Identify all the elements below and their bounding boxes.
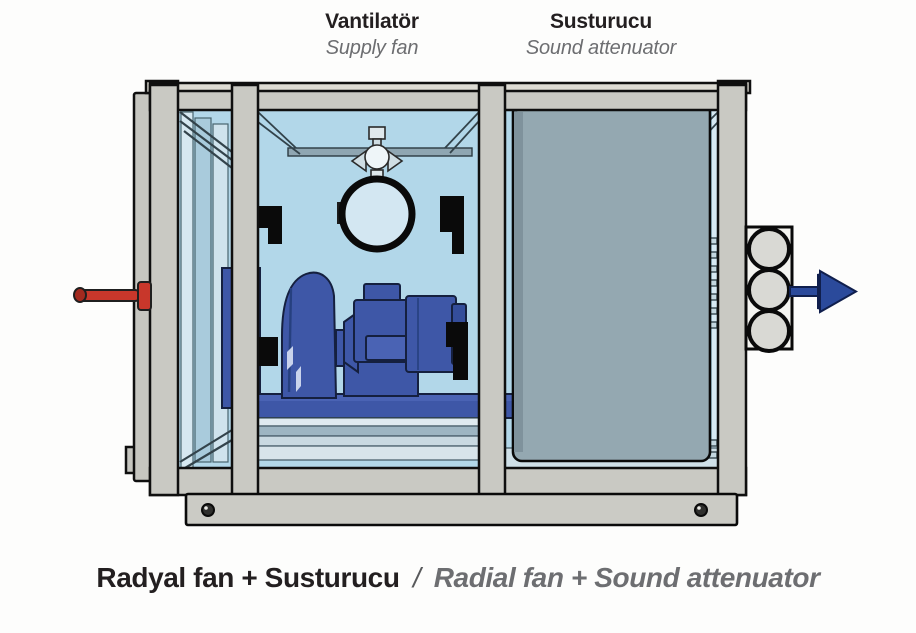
label-supply-fan-tr: Vantilatör (325, 10, 419, 33)
mid-post (230, 83, 260, 497)
sound-attenuator-block (511, 101, 712, 463)
left-post (148, 83, 180, 497)
label-supply-fan-en: Supply fan (325, 37, 419, 60)
right-wall (716, 83, 748, 497)
mounting-brackets-upper (256, 196, 464, 254)
fan-bay-floor (257, 417, 480, 461)
lifting-hole-left (201, 503, 215, 517)
caption-separator: / (412, 562, 421, 593)
lifting-hole-right (694, 503, 708, 517)
base-frame (184, 492, 739, 527)
sound-attenuator-bay (504, 101, 719, 469)
fan-inlet-ring (337, 175, 416, 253)
label-sound-attenuator: Susturucu Sound attenuator (501, 10, 701, 60)
outlet-connector (744, 225, 794, 353)
caption-primary: Radyal fan + Susturucu (96, 562, 400, 593)
label-sound-attenuator-en: Sound attenuator (525, 37, 677, 60)
label-sound-attenuator-tr: Susturucu (549, 10, 653, 33)
caption-secondary: Radial fan + Sound attenuator (433, 562, 820, 593)
left-bay-panels (179, 111, 233, 469)
divider-post (477, 83, 507, 497)
figure-caption: Radyal fan + Susturucu / Radial fan + So… (0, 562, 916, 594)
inlet-rod (73, 281, 152, 311)
outlet-arrow (789, 269, 859, 314)
label-supply-fan: Vantilatör Supply fan (292, 10, 452, 60)
